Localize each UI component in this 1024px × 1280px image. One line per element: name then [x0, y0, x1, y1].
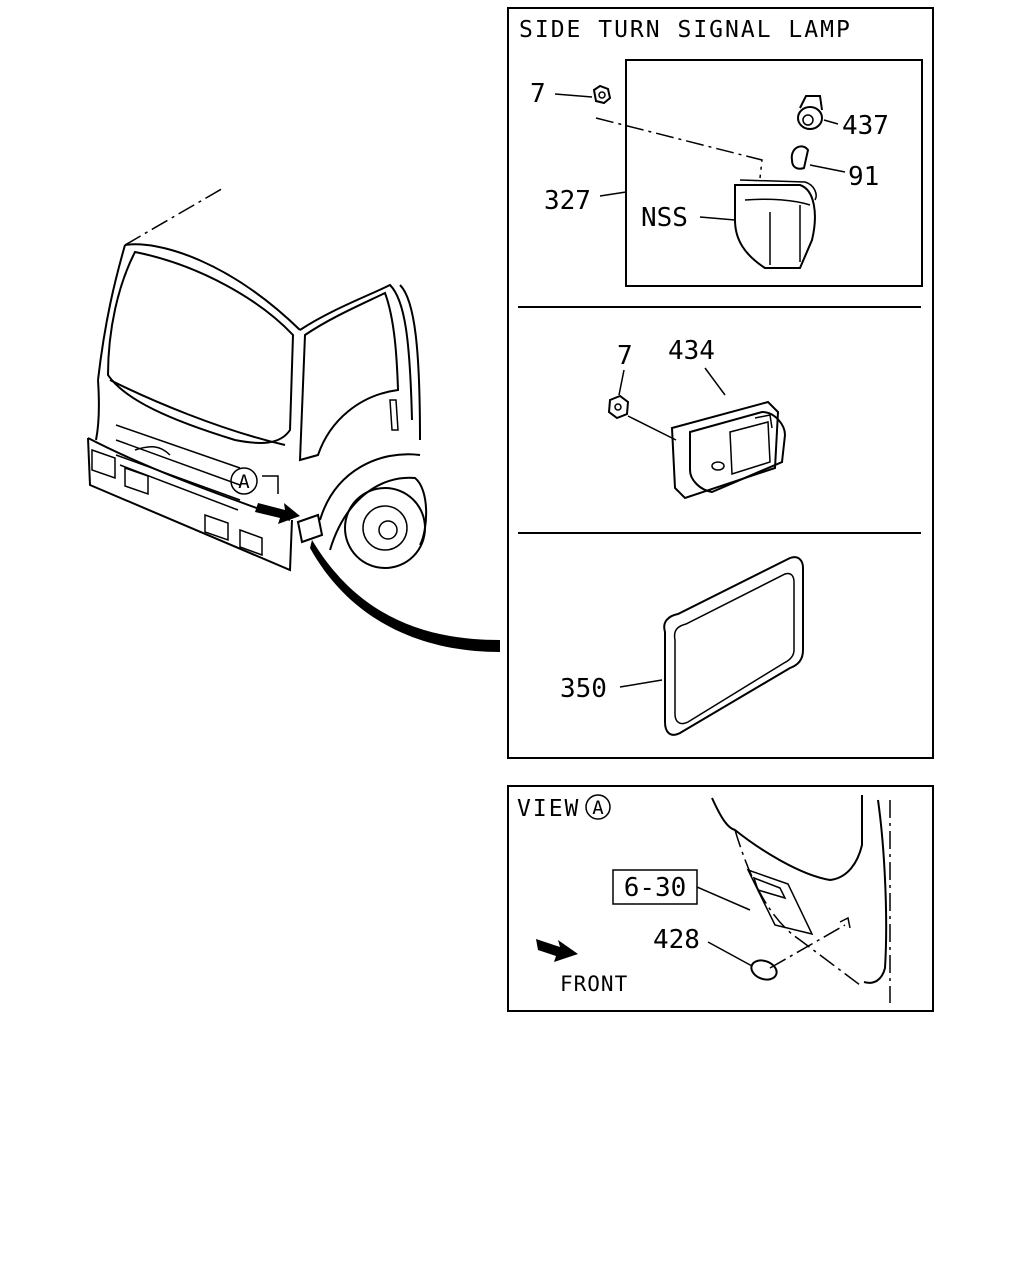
- socket-437-icon: [797, 95, 823, 130]
- panel-side-turn-signal-lamp: SIDE TURN SIGNAL LAMP 7 437 91 NSS: [507, 7, 934, 759]
- side-lamp-434-icon: [670, 400, 787, 500]
- ref-box-label: 6-30: [624, 873, 687, 903]
- front-arrow-icon: [536, 939, 578, 962]
- label-part-327: 327: [544, 186, 591, 216]
- label-part-350: 350: [560, 674, 607, 704]
- panel-view-a: VIEW A 6-30 428 FRONT: [507, 785, 934, 1012]
- label-nss: NSS: [641, 203, 688, 233]
- view-title: VIEW: [517, 796, 580, 822]
- nut-7b-icon: [607, 394, 630, 420]
- front-label: FRONT: [560, 972, 628, 996]
- nut-7-icon: [592, 84, 612, 105]
- main-panel-frame: [507, 7, 934, 759]
- truck-cab-illustration: A: [87, 186, 500, 652]
- truck-callout-letter: A: [238, 471, 250, 493]
- lens-350-icon: [663, 556, 804, 736]
- lamp-housing-nss-icon: [734, 179, 817, 269]
- panel-title: SIDE TURN SIGNAL LAMP: [519, 17, 852, 43]
- clip-428-icon: [750, 959, 778, 981]
- label-part-7-mid: 7: [617, 341, 633, 371]
- bulb-91-icon: [790, 145, 810, 170]
- view-panel-frame: [507, 785, 934, 1012]
- label-part-91: 91: [848, 162, 879, 192]
- label-part-428: 428: [653, 925, 700, 955]
- inset-box: [625, 59, 923, 287]
- label-part-7-top: 7: [530, 79, 546, 109]
- view-circle-letter: A: [592, 797, 604, 819]
- label-part-437: 437: [842, 111, 889, 141]
- label-part-434: 434: [668, 336, 715, 366]
